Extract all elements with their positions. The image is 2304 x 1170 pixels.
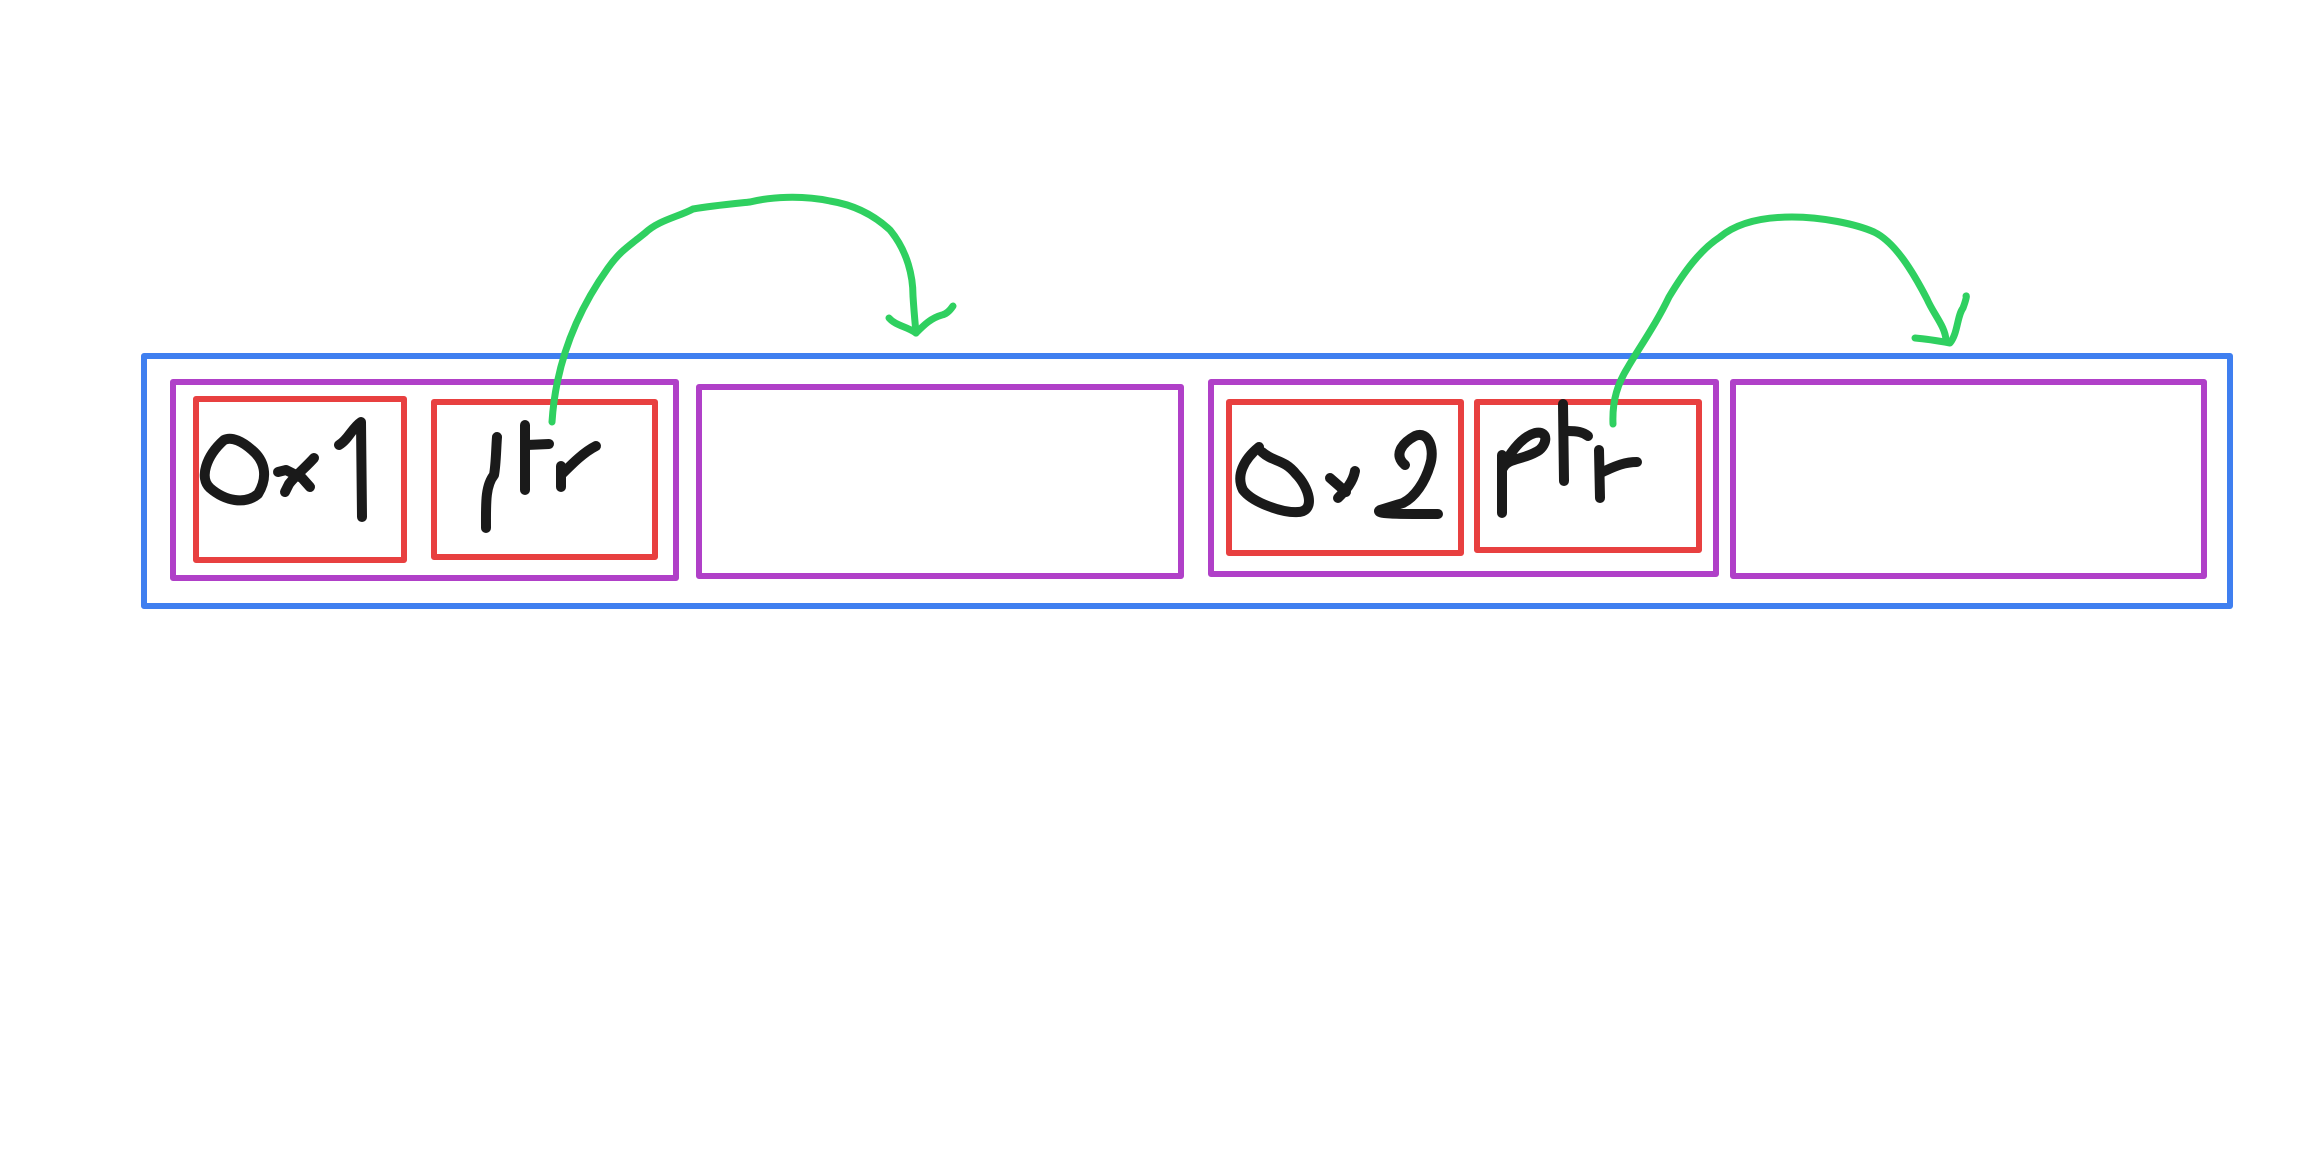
node-3-pointer-text: ptr — [1497, 399, 1642, 518]
node-3-value-text: 0x2 — [1235, 430, 1443, 519]
node-2-struct — [696, 384, 1184, 579]
node-1-pointer-text: ptr — [480, 420, 601, 533]
node-3-value-field — [1226, 399, 1464, 556]
node-1-struct — [170, 379, 679, 581]
pointer-arrow-2 — [1609, 213, 1970, 428]
node-3-pointer-field — [1474, 399, 1702, 553]
node-1-value-text: 0x1 — [199, 417, 367, 522]
node-3-struct — [1208, 379, 1719, 577]
svg-text:ptr: ptr — [1590, 478, 1592, 481]
node-1-value-field — [193, 396, 407, 563]
node-1-pointer-field — [431, 399, 658, 560]
node-4-struct — [1730, 379, 2207, 579]
svg-text:ptr: ptr — [540, 478, 542, 481]
outer-memory-block — [141, 353, 2233, 609]
pointer-arrow-1 — [548, 193, 957, 426]
